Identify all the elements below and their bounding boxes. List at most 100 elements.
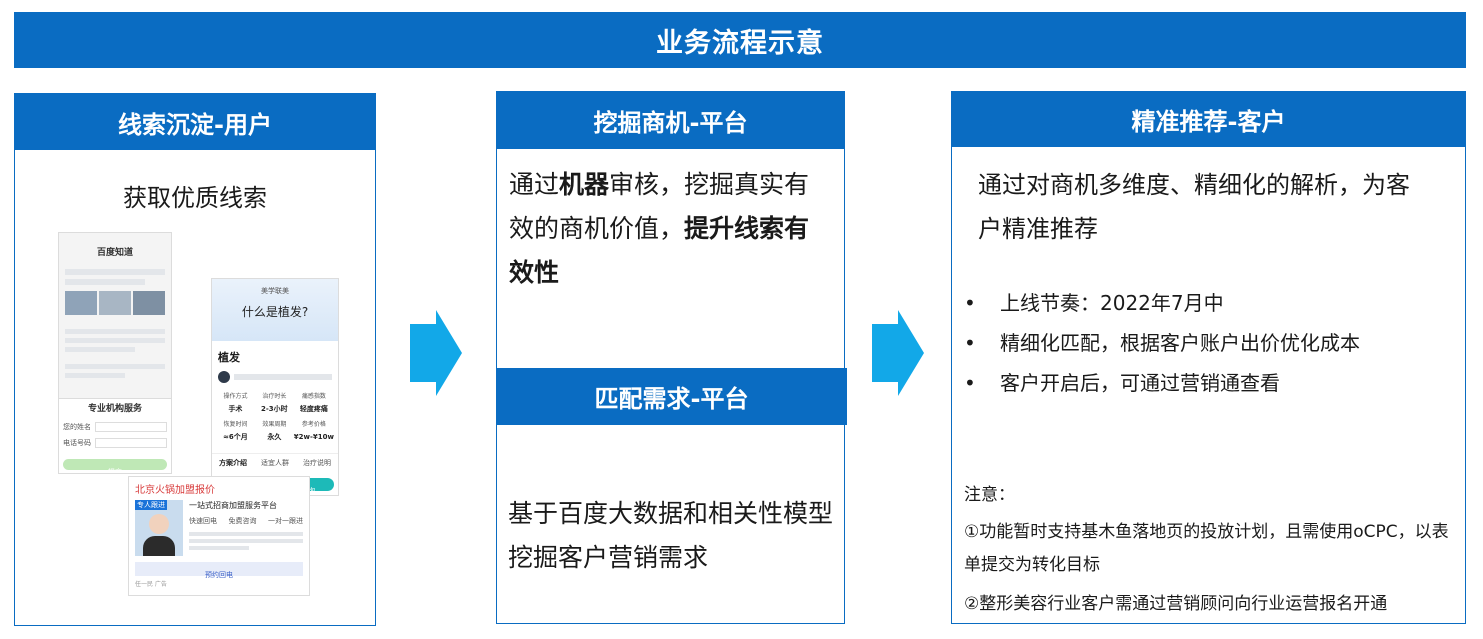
panel-platform-text: 通过机器审核，挖掘真实有效的商机价值，提升线索有效性 (497, 149, 844, 295)
bullet-text: 上线节奏：2022年7月中 (1000, 291, 1224, 315)
mock-feed-line (65, 279, 145, 285)
page-title-banner: 业务流程示意 (14, 12, 1466, 68)
mock-hair-tabs: 方案介绍 适宜人群 治疗说明 (212, 453, 338, 469)
mock-form-submit-button[interactable]: 提交 (63, 459, 167, 473)
mock-hair-hero: 美学联美 什么是植发? (212, 279, 338, 341)
mock-ad-badge: 专人跟进 (135, 500, 167, 510)
panel-platform-title: 挖掘商机-平台 (593, 109, 748, 137)
mock-feed-line (65, 338, 165, 343)
mock-feed-image (133, 291, 165, 315)
mock-ad-photo: 专人跟进 (135, 500, 183, 556)
stat-value: 永久 (267, 433, 282, 441)
bullet-dot-icon: • (964, 371, 976, 395)
mock-ad-feature: 免费咨询 (228, 517, 257, 525)
mock-hair-stat: 操作方式手术 (216, 391, 255, 415)
mock-form-title: 专业机构服务 (87, 404, 142, 414)
panel-user-leads-title: 线索沉淀-用户 (118, 110, 272, 139)
panel-platform-header: 挖掘商机-平台 (497, 92, 844, 149)
mock-ad-tag-title: 北京火锅加盟报价 (135, 485, 215, 496)
mock-hair-tab[interactable]: 治疗说明 (303, 459, 331, 467)
mock-feed-images (65, 291, 165, 315)
bullet-item: • 精细化匹配，根据客户账户出价优化成本 (964, 323, 1465, 363)
panel-user-leads-subtitle: 获取优质线索 (123, 184, 267, 212)
stat-key: 操作方式 (223, 393, 248, 400)
mock-ad-footer: 任一民 广告 (135, 581, 167, 588)
mock-hair-brand: 美学联美 (261, 287, 289, 295)
mock-hair-stat: 痛感指数轻度疼痛 (294, 391, 334, 415)
mock-ad-cta-button[interactable]: 预约回电 (135, 562, 303, 579)
note-title: 注意： (964, 485, 1015, 505)
panel-customer-notes: 注意： ①功能暂时支持基木鱼落地页的投放计划，且需使用oCPC，以表单提交为转化… (952, 479, 1465, 621)
mock-feed-image (65, 291, 97, 315)
stat-value: 轻度疼痛 (299, 405, 328, 413)
mock-ad-feature: 一对一跟进 (268, 517, 303, 525)
bullet-item: • 客户开启后，可通过营销通查看 (964, 363, 1465, 403)
mock-feed-image (99, 291, 131, 315)
mock-feed-line (65, 347, 135, 352)
mock-feed-line (65, 329, 165, 334)
mock-ad-line1: 一站式招商加盟服务平台 (189, 501, 277, 510)
mock-form-field2-input[interactable] (95, 438, 167, 448)
mock-hair-tab[interactable]: 方案介绍 (219, 459, 247, 467)
mock-ad-screen: 北京火锅加盟报价 专人跟进 一站式招商加盟服务平台 快速回电 免费咨询 一对一跟… (128, 476, 310, 596)
panel-platform-text2: 基于百度大数据和相关性模型挖掘客户营销需求 (508, 499, 834, 572)
bullet-text: 客户开启后，可通过营销通查看 (1000, 371, 1280, 395)
panel-platform-text-bold1: 机器 (559, 170, 610, 199)
mock-feed-line (65, 269, 165, 275)
stat-value: 2-3小时 (261, 405, 288, 413)
panel-platform-header2: 匹配需求-平台 (496, 368, 847, 425)
mock-ad-desc-line (189, 539, 303, 543)
panel-customer-text: 通过对商机多维度、精细化的解析，为客户精准推荐 (978, 171, 1410, 243)
mock-form-screen: 专业机构服务 您的姓名 电话号码 提交 (58, 398, 172, 474)
person-body-icon (143, 536, 175, 556)
mock-hair-screen: 美学联美 什么是植发? 植发 操作方式手术 治疗时长 2-3小时 痛感指数轻度疼痛… (211, 278, 339, 496)
bullet-text: 精细化匹配，根据客户账户出价优化成本 (1000, 331, 1360, 355)
mock-hair-stat: 治疗时长 2-3小时 (255, 391, 294, 415)
mock-feed-header: 百度知道 (96, 248, 133, 258)
stat-value: ¥2w-¥10w (293, 433, 334, 441)
panel-platform-text-part1: 通过 (509, 170, 560, 199)
panel-user-leads-header: 线索沉淀-用户 (15, 94, 375, 150)
mock-form-field2-label: 电话号码 (63, 439, 91, 447)
stat-key: 恢复时间 (223, 421, 248, 428)
note-item-1: ①功能暂时支持基木鱼落地页的投放计划，且需使用oCPC，以表单提交为转化目标 (964, 522, 1449, 575)
mock-form-submit-label: 提交 (108, 468, 122, 474)
mock-ad-cta-label: 预约回电 (205, 571, 233, 579)
mock-feed-line (65, 373, 125, 378)
flow-arrow-2-icon (872, 310, 924, 396)
bullet-dot-icon: • (964, 331, 976, 355)
mock-hair-tab[interactable]: 适宜人群 (261, 459, 289, 467)
panel-platform-text-part2: 审核，挖掘真实有效的商机价值， (509, 170, 810, 243)
bullet-dot-icon: • (964, 291, 976, 315)
mock-hair-section-title: 植发 (218, 351, 240, 364)
mock-form-field1-label: 您的姓名 (63, 423, 91, 431)
stat-key: 参考价格 (301, 421, 326, 428)
mock-hair-stat: 恢复时间 ≈6个月 (216, 419, 255, 443)
bullet-item: • 上线节奏：2022年7月中 (964, 283, 1465, 323)
panel-platform-text-bold2: 提升线索有效性 (509, 214, 810, 287)
panel-platform-title2: 匹配需求-平台 (594, 385, 749, 413)
note-item-2: ②整形美容行业客户需通过营销顾问向行业运营报名开通 (964, 594, 1388, 614)
stat-key: 痛感指数 (301, 393, 326, 400)
mock-feed-line (65, 364, 165, 369)
person-icon (149, 514, 169, 534)
avatar (218, 371, 230, 383)
panel-customer-title: 精准推荐-客户 (1131, 108, 1286, 136)
mock-form-field-row: 电话号码 (63, 437, 167, 449)
mock-form-field1-input[interactable] (95, 422, 167, 432)
panel-customer-bullets: • 上线节奏：2022年7月中 • 精细化匹配，根据客户账户出价优化成本 • 客户开启… (952, 283, 1465, 403)
stat-key: 效果周期 (262, 421, 287, 428)
mock-ad-text: 一站式招商加盟服务平台 快速回电 免费咨询 一对一跟进 (189, 500, 303, 556)
panel-customer: 精准推荐-客户 通过对商机多维度、精细化的解析，为客户精准推荐 • 上线节奏：20… (951, 91, 1466, 624)
mock-ad-desc-line (189, 532, 303, 536)
mock-ad-body: 专人跟进 一站式招商加盟服务平台 快速回电 免费咨询 一对一跟进 (135, 500, 303, 556)
mock-hair-doctor-row (218, 371, 332, 383)
mock-ad-features: 快速回电 免费咨询 一对一跟进 (189, 515, 303, 527)
panel-platform: 挖掘商机-平台 通过机器审核，挖掘真实有效的商机价值，提升线索有效性 (496, 91, 845, 624)
stat-value: ≈6个月 (223, 433, 248, 441)
flow-arrow-1-icon (410, 310, 462, 396)
page-title: 业务流程示意 (656, 27, 824, 59)
mock-ad-desc-line (189, 546, 249, 550)
mock-hair-stat: 效果周期永久 (255, 419, 294, 443)
stat-key: 治疗时长 (262, 393, 287, 400)
